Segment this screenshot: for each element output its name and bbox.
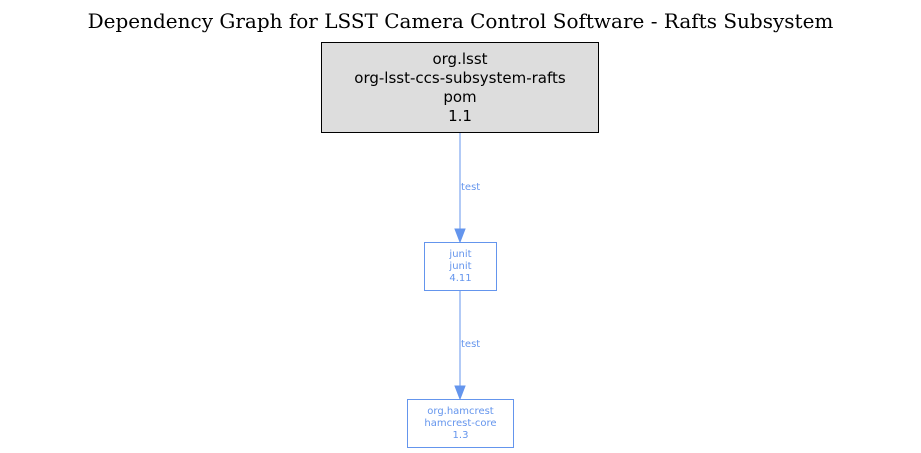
node-version: 1.3 <box>452 429 469 441</box>
node-version: 4.11 <box>449 272 472 284</box>
node-group-id: org.lsst <box>432 49 488 68</box>
graph-title: Dependency Graph for LSST Camera Control… <box>87 9 834 33</box>
edge-scope-label: test <box>461 182 480 193</box>
node-root-artifact[interactable]: org.lsst org-lsst-ccs-subsystem-rafts po… <box>321 42 599 133</box>
arrowhead-icon <box>454 228 466 244</box>
node-group-id: junit <box>449 248 472 260</box>
node-artifact-id: junit <box>449 260 472 272</box>
node-artifact-id: org-lsst-ccs-subsystem-rafts <box>354 68 566 87</box>
node-artifact-id: hamcrest-core <box>424 417 497 429</box>
edge-scope-label: test <box>461 339 480 350</box>
node-group-id: org.hamcrest <box>427 405 494 417</box>
edge-root-to-junit: test <box>454 133 480 244</box>
arrowhead-icon <box>454 385 466 401</box>
node-junit[interactable]: junit junit 4.11 <box>424 242 497 291</box>
node-version: 1.1 <box>448 106 472 125</box>
node-packaging-type: pom <box>443 87 477 106</box>
node-hamcrest-core[interactable]: org.hamcrest hamcrest-core 1.3 <box>407 399 514 448</box>
edge-junit-to-hamcrest: test <box>454 291 480 401</box>
